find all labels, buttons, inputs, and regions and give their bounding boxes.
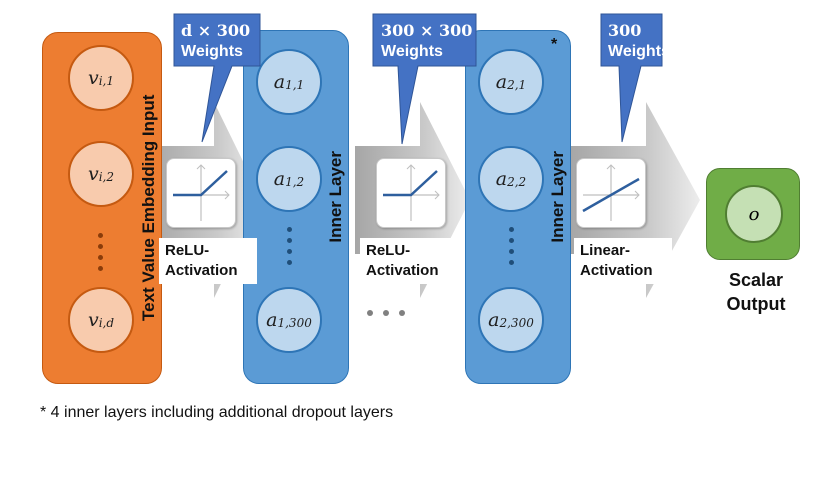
weights-2-label: Weights — [381, 43, 443, 60]
weights-3-dims: 300 — [608, 21, 642, 40]
footnote: * 4 inner layers including additional dr… — [40, 404, 394, 421]
input-vertical-ellipsis — [98, 233, 103, 271]
weights-callout-3: 300 Weights — [608, 20, 670, 62]
relu-activation-plot-2 — [376, 158, 446, 228]
linear-activation-plot — [576, 158, 646, 228]
inner2-footnote-marker: * — [551, 36, 558, 53]
weights-callout-1: d × 300 Weights — [181, 20, 250, 62]
inner2-vertical-ellipsis — [509, 227, 514, 265]
activation-label-1: ReLU-Activation — [159, 238, 257, 284]
weights-2-dims: 300 × 300 — [381, 21, 473, 40]
activation-label-2: ReLU-Activation — [360, 238, 458, 284]
weights-3-label: Weights — [608, 43, 670, 60]
weights-callout-1-shape — [173, 13, 261, 143]
weights-callout-3-shape — [600, 13, 663, 143]
weights-1-label: Weights — [181, 43, 243, 60]
relu-activation-plot-1 — [166, 158, 236, 228]
weights-callout-2-shape — [372, 13, 477, 145]
weights-callout-2: 300 × 300 Weights — [381, 20, 472, 62]
activation-label-3: Linear-Activation — [574, 238, 672, 284]
weights-1-dims: d × 300 — [181, 21, 251, 40]
output-node: o — [725, 185, 783, 243]
scalar-output-box: o — [706, 168, 800, 260]
inner1-vertical-ellipsis — [287, 227, 292, 265]
layers-horizontal-ellipsis — [367, 310, 405, 316]
